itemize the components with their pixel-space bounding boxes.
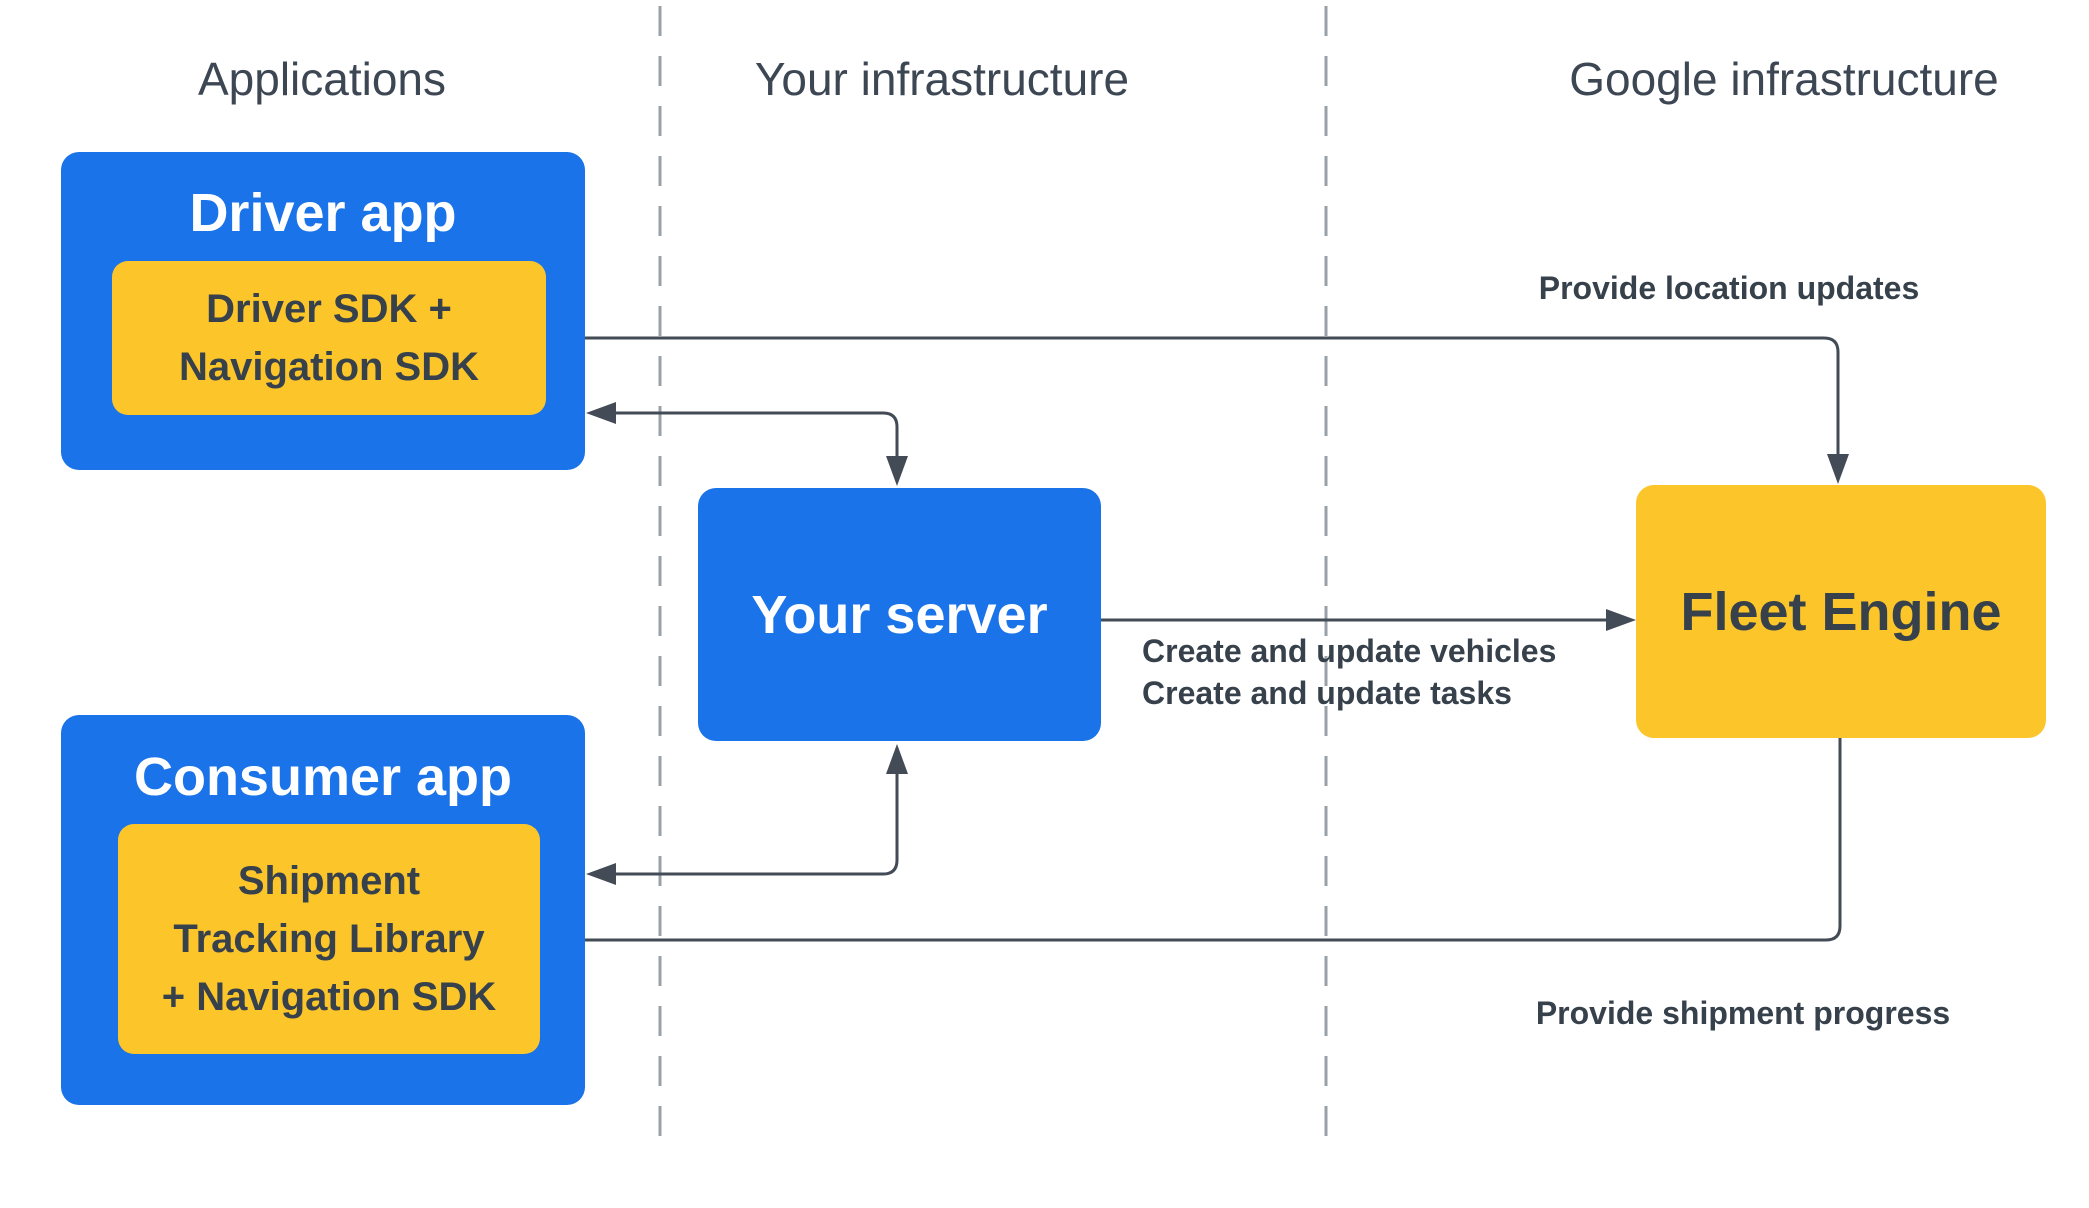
arrowhead-into-fleet-engine-top — [1827, 454, 1849, 484]
arrowhead-into-server-bottom — [886, 744, 908, 774]
label-create-update-tasks: Create and update tasks — [1142, 675, 1512, 711]
label-provide-shipment-progress: Provide shipment progress — [1535, 995, 1951, 1031]
arrowhead-into-server-top — [886, 456, 908, 486]
consumer-app-title: Consumer app — [133, 747, 513, 807]
driver-app-box: Driver app Driver SDK + Navigation SDK — [61, 152, 585, 470]
arrow-fleet-to-driver-sdk-line — [574, 336, 1840, 458]
column-heading-your-infrastructure: Your infrastructure — [754, 53, 1130, 105]
shipment-lib-label-line2: Tracking Library — [173, 917, 485, 961]
driver-sdk-box: Driver SDK + Navigation SDK — [112, 261, 546, 415]
your-server-box: Your server — [698, 488, 1101, 741]
driver-sdk-label-line2: Navigation SDK — [178, 345, 480, 389]
label-create-update-vehicles: Create and update vehicles — [1142, 633, 1557, 669]
shipment-lib-label-line3: + Navigation SDK — [161, 975, 497, 1019]
arrowhead-into-driver-app — [586, 402, 616, 424]
shipment-tracking-library-box: Shipment Tracking Library + Navigation S… — [118, 824, 540, 1054]
driver-app-title: Driver app — [189, 183, 457, 243]
arrow-fleet-to-shipment-line — [568, 738, 1842, 942]
column-heading-applications: Applications — [197, 53, 447, 105]
consumer-app-box: Consumer app Shipment Tracking Library +… — [61, 715, 585, 1105]
fleet-engine-title: Fleet Engine — [1680, 581, 2002, 642]
arrow-consumer-app-server-line — [614, 772, 899, 876]
your-server-title: Your server — [751, 584, 1048, 645]
shipment-lib-label-line1: Shipment — [237, 859, 421, 903]
label-create-update-group: Create and update vehicles Create and up… — [1142, 630, 1556, 714]
fleet-engine-box: Fleet Engine — [1636, 485, 2046, 738]
label-provide-location-updates: Provide location updates — [1538, 270, 1920, 306]
column-heading-google-infrastructure: Google infrastructure — [1569, 53, 1999, 105]
arrow-driver-app-server-line — [614, 411, 899, 458]
arrowhead-into-consumer-app — [586, 863, 616, 885]
driver-sdk-label-line1: Driver SDK + — [206, 287, 452, 331]
arrowhead-into-fleet-engine-left — [1606, 609, 1636, 631]
